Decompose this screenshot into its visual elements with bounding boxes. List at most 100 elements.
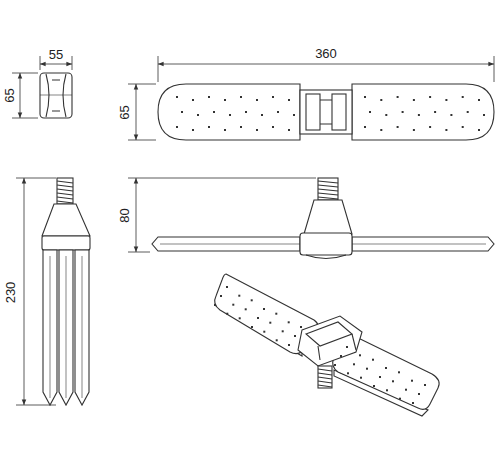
led-chip <box>256 99 258 101</box>
led-chip <box>364 126 366 128</box>
led-chip <box>385 367 387 369</box>
led-chip <box>288 344 290 346</box>
led-chip <box>238 295 240 297</box>
led-chip <box>208 126 210 128</box>
led-chip <box>379 376 381 378</box>
screw-thread <box>318 189 338 191</box>
led-chip <box>214 304 216 306</box>
led-chip <box>226 313 228 315</box>
led-chip <box>360 377 362 379</box>
end-view <box>40 73 72 118</box>
led-chip <box>467 111 469 113</box>
led-chip <box>373 385 375 387</box>
led-chip <box>462 126 464 128</box>
led-chip <box>429 96 431 98</box>
dimension-label: 360 <box>314 47 338 60</box>
led-chip <box>405 389 407 391</box>
dimension-lines <box>12 56 494 405</box>
led-chip <box>450 114 452 116</box>
screw-thread <box>318 381 332 383</box>
led-chip <box>402 111 404 113</box>
led-chip <box>380 99 382 101</box>
led-chip <box>224 129 226 131</box>
led-chip <box>245 308 247 310</box>
screw-thread <box>318 373 332 375</box>
led-chip <box>424 384 426 386</box>
led-chip <box>418 114 420 116</box>
led-chip <box>346 346 348 348</box>
screw-thread <box>318 369 332 371</box>
led-chip <box>239 317 241 319</box>
led-chip <box>369 111 371 113</box>
led-chip <box>392 380 394 382</box>
front-view <box>42 178 90 405</box>
led-chip <box>208 96 210 98</box>
led-chip <box>445 129 447 131</box>
screw-thread <box>318 385 332 387</box>
led-chip <box>263 331 265 333</box>
led-chip <box>483 114 485 116</box>
screw-thread <box>57 197 73 199</box>
led-chip <box>364 96 366 98</box>
led-chip <box>263 308 265 310</box>
dimension-label: 65 <box>118 104 131 120</box>
led-chip <box>176 126 178 128</box>
led-chip <box>220 295 222 297</box>
led-chip <box>359 354 361 356</box>
led-chip <box>288 99 290 101</box>
isometric-view <box>214 274 439 416</box>
dimension-label: 80 <box>118 207 131 223</box>
led-chip <box>412 402 414 404</box>
led-chip <box>399 398 401 400</box>
led-chip <box>386 389 388 391</box>
led-chip <box>245 111 247 113</box>
dimension-label: 55 <box>48 48 64 61</box>
led-chip <box>445 99 447 101</box>
led-chip <box>213 111 215 113</box>
led-chip <box>197 114 199 116</box>
led-chip <box>251 326 253 328</box>
led-chip <box>257 317 259 319</box>
led-chip <box>240 96 242 98</box>
led-chip <box>380 129 382 131</box>
screw-thread <box>318 377 332 379</box>
led-chip <box>288 321 290 323</box>
led-chip <box>478 99 480 101</box>
led-chip <box>398 371 400 373</box>
led-chip <box>176 96 178 98</box>
led-chip <box>366 368 368 370</box>
screw-thread <box>318 181 338 183</box>
led-chip <box>353 363 355 365</box>
dimension-label: 230 <box>5 280 18 304</box>
screw-thread <box>57 201 73 203</box>
led-chip <box>192 129 194 131</box>
led-chip <box>462 96 464 98</box>
led-chip <box>478 129 480 131</box>
led-chip <box>288 129 290 131</box>
screw-thread <box>57 185 73 187</box>
led-chip <box>272 96 274 98</box>
led-chip <box>300 326 302 328</box>
led-chip <box>372 359 374 361</box>
led-chip <box>434 111 436 113</box>
led-chip <box>411 380 413 382</box>
led-chip <box>269 322 271 324</box>
led-chip <box>277 111 279 113</box>
led-chip <box>418 393 420 395</box>
side-view <box>152 178 494 259</box>
plan-view <box>158 84 494 140</box>
led-chip <box>340 355 342 357</box>
led-chip <box>272 126 274 128</box>
led-chip <box>413 129 415 131</box>
led-chip <box>429 126 431 128</box>
screw-thread <box>57 189 73 191</box>
screw-thread <box>57 181 73 183</box>
screw-thread <box>318 185 338 187</box>
led-chip <box>282 330 284 332</box>
led-chip <box>293 114 295 116</box>
led-chip <box>181 111 183 113</box>
led-chip <box>397 96 399 98</box>
led-chip <box>256 129 258 131</box>
